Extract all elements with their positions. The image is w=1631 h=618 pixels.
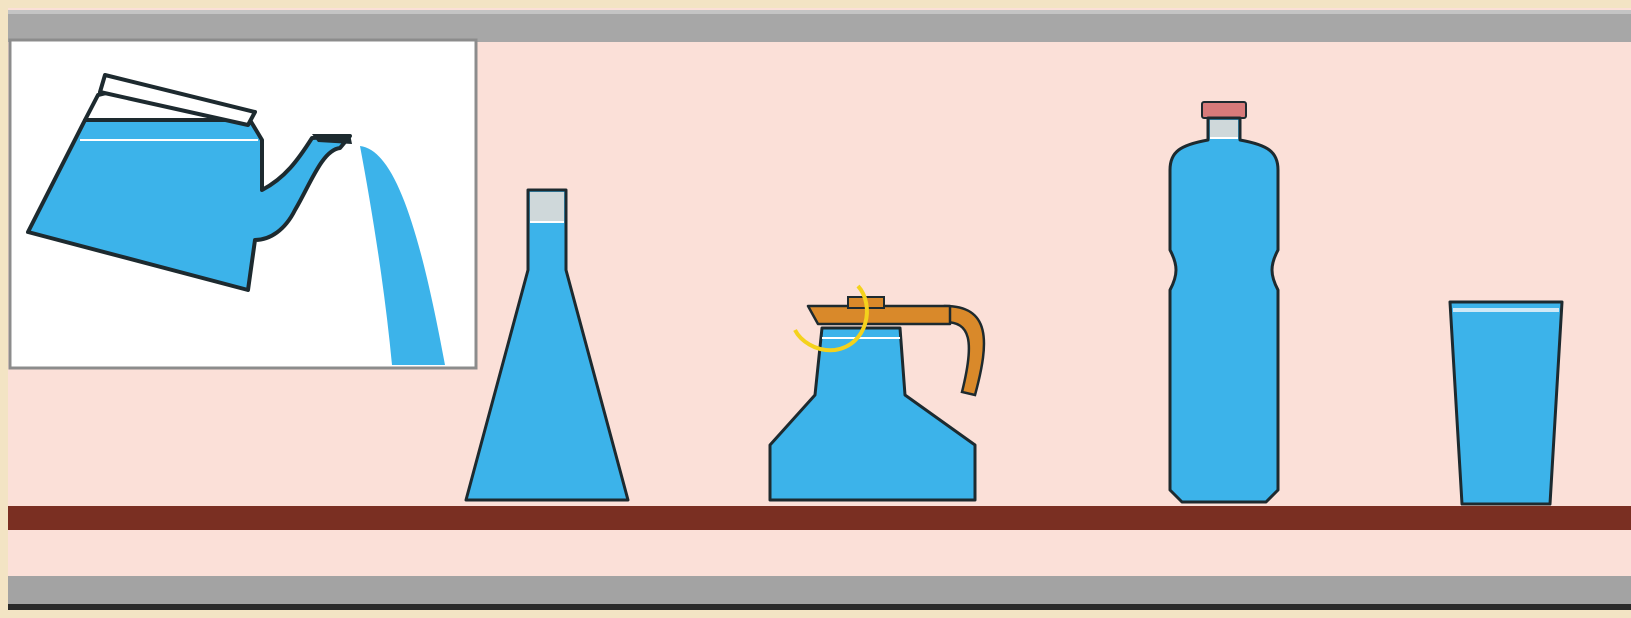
drinking-glass-icon xyxy=(1450,302,1562,504)
water-bottle-icon xyxy=(1170,102,1278,502)
flask-neck-air xyxy=(530,192,564,222)
top-band xyxy=(8,10,1631,42)
top-band-highlight xyxy=(8,10,1631,14)
shelf xyxy=(8,506,1631,530)
bottle-cap xyxy=(1202,102,1246,118)
bottom-band xyxy=(8,576,1631,606)
inset-panel xyxy=(10,40,476,368)
bottom-band-edge xyxy=(8,604,1631,610)
